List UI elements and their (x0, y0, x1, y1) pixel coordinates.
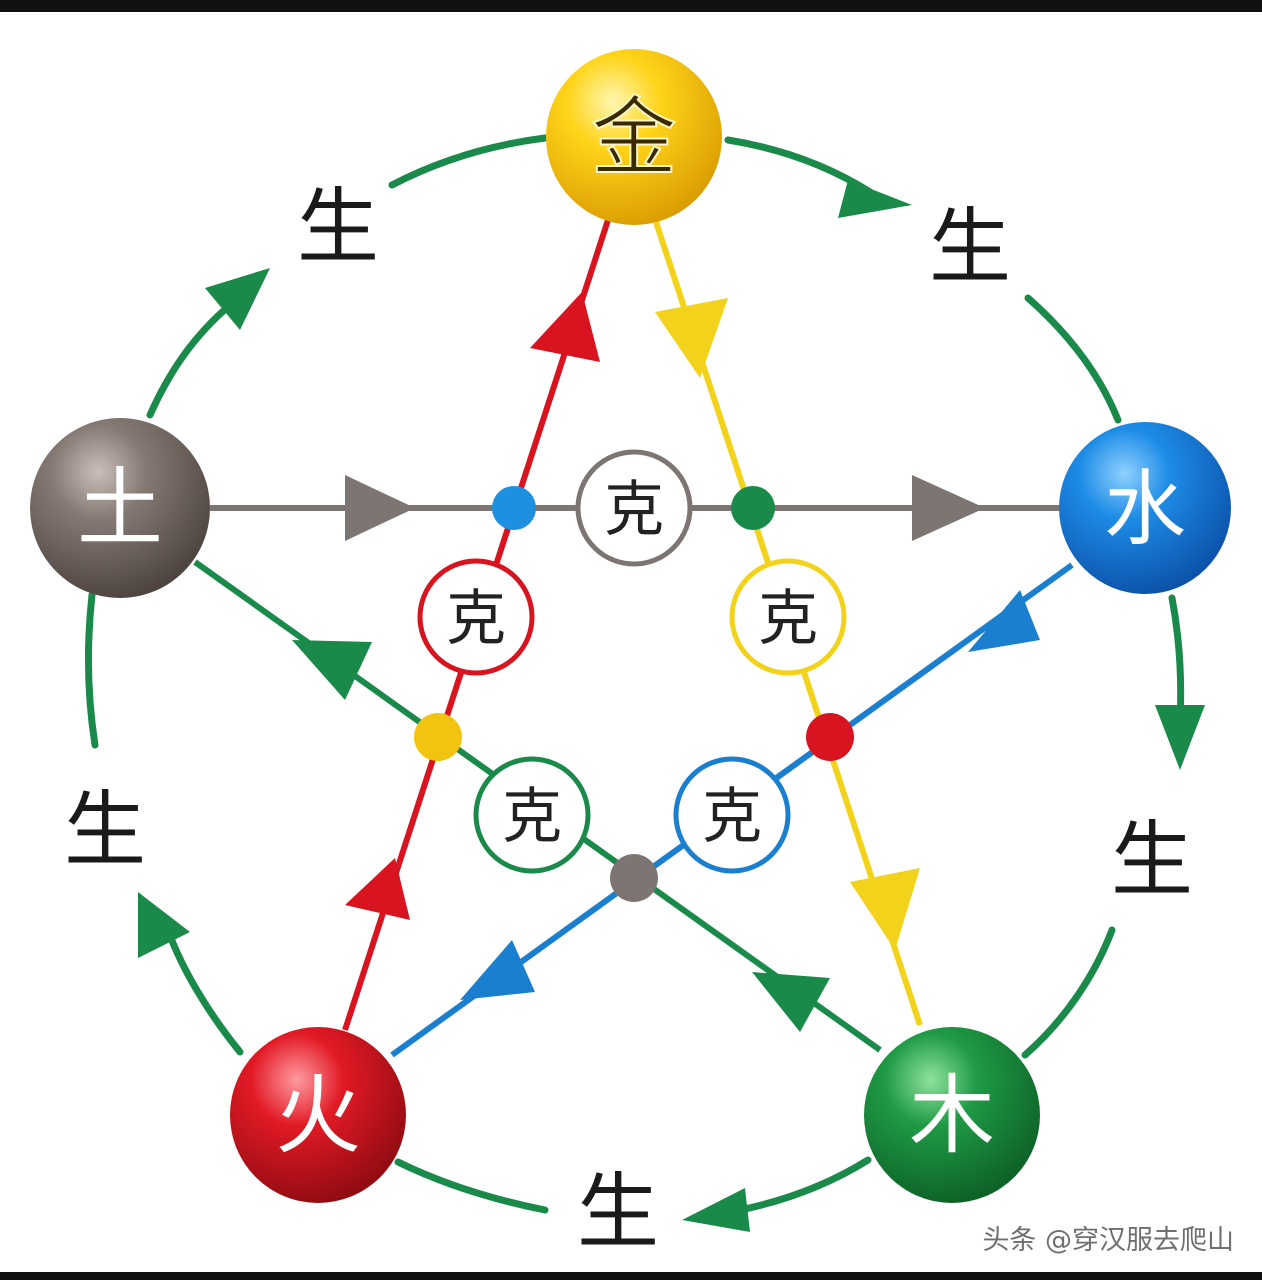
element-node-water: 水 (1059, 422, 1231, 594)
element-label-metal: 金 (591, 88, 677, 188)
sheng-label-water-wood: 生 (1111, 813, 1193, 908)
arrowhead-to-fire (682, 1188, 750, 1232)
arc-fire-tail (394, 1158, 549, 1214)
element-node-fire: 火 (230, 1027, 406, 1203)
arrowhead-to-metal (205, 268, 270, 330)
ke-text-fire-metal: 克 (446, 584, 506, 654)
element-node-wood: 木 (864, 1027, 1040, 1203)
bottom-border-bar (0, 1272, 1262, 1280)
ke-arrow-wood-earth-1 (292, 640, 372, 700)
element-label-water: 水 (1104, 462, 1186, 557)
ke-label-fire-metal: 克 (417, 558, 535, 676)
ke-arrow-water-fire-2 (460, 940, 535, 1000)
ke-label-earth-water: 克 (575, 449, 693, 567)
ke-label-wood-earth: 克 (473, 756, 591, 874)
intersection-dot-blue (492, 486, 536, 530)
ke-arrow-fire-metal-2 (345, 858, 410, 920)
ke-text-water-fire: 克 (702, 782, 762, 852)
element-node-earth: 土 (30, 418, 210, 598)
ke-arrow-fire-metal-1 (530, 292, 600, 362)
ke-text-earth-water: 克 (604, 475, 664, 545)
sheng-arrowheads (138, 180, 1205, 1232)
arc-water-to-wood (1168, 594, 1185, 726)
element-label-fire: 火 (275, 1066, 361, 1166)
intersection-dot-red (806, 713, 854, 761)
intersection-dot-grey (610, 854, 658, 902)
ke-label-water-fire: 克 (673, 756, 791, 874)
arrowhead-to-wood (1155, 705, 1205, 770)
ke-arrow-earth-water-2 (912, 475, 985, 541)
sheng-label-metal-water: 生 (929, 200, 1011, 295)
element-label-wood: 木 (909, 1066, 995, 1166)
arc-earth-to-metal (146, 301, 234, 419)
ke-arrow-wood-earth-2 (752, 972, 830, 1032)
arc-metal-tail (388, 134, 549, 189)
arc-water-to-label (1024, 294, 1122, 424)
intersection-dot-green (731, 486, 775, 530)
arrowhead-to-water (838, 180, 912, 218)
sheng-label-earth-metal: 生 (297, 180, 379, 275)
element-label-earth: 土 (77, 459, 163, 559)
arc-fire-to-earth (164, 926, 244, 1056)
sheng-label-wood-fire: 生 (577, 1165, 659, 1260)
ke-arrow-water-fire-1 (968, 590, 1040, 652)
ke-text-metal-wood: 克 (758, 584, 818, 654)
top-border-bar (0, 0, 1262, 12)
watermark: 头条 @穿汉服去爬山 (982, 1225, 1234, 1256)
sheng-label-fire-earth: 生 (64, 783, 146, 878)
arc-earth-tail (84, 591, 99, 749)
arrowhead-to-earth (138, 892, 190, 958)
arc-wood-tail (1021, 926, 1116, 1059)
intersection-dot-yellow (414, 713, 462, 761)
element-node-metal: 金 (546, 49, 722, 225)
ke-text-wood-earth: 克 (502, 782, 562, 852)
ke-label-metal-wood: 克 (729, 558, 847, 676)
ke-arrow-metal-wood-1 (655, 298, 728, 378)
ke-arrow-metal-wood-2 (850, 868, 920, 950)
ke-arrow-earth-water-1 (345, 475, 415, 541)
